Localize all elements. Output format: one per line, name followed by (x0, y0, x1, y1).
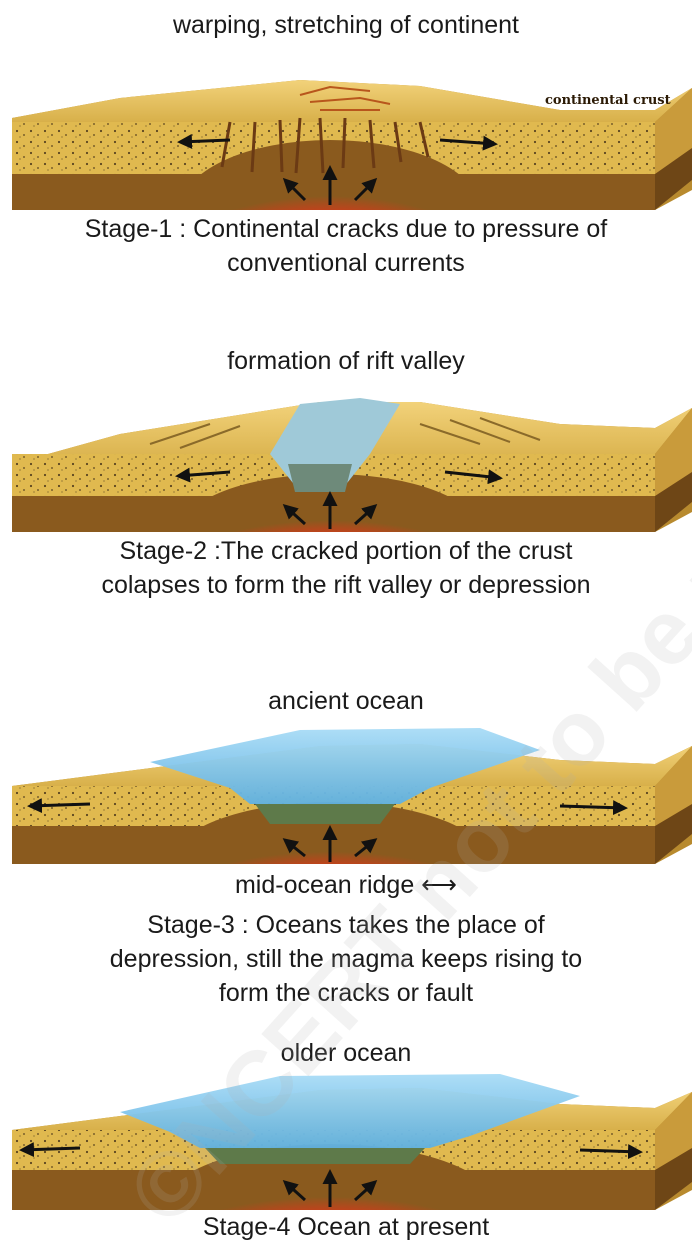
continental-crust-label: continental crust (545, 93, 671, 108)
stage-1-diagram: continental crust (0, 40, 692, 210)
stage-4-title: older ocean (0, 1036, 692, 1070)
stage-3-caption-line-1: Stage-3 : Oceans takes the place of (0, 908, 692, 942)
stage-3-title: ancient ocean (0, 684, 692, 718)
stage-1-title: warping, stretching of continent (0, 8, 692, 42)
mid-ocean-ridge-label: mid-ocean ridge ⟷ (0, 868, 692, 902)
stage-3-diagram (0, 724, 692, 864)
stage-3-caption-line-3: form the cracks or fault (0, 976, 692, 1010)
stage-3-caption-line-2: depression, still the magma keeps rising… (0, 942, 692, 976)
stage-2-diagram (0, 384, 692, 532)
stage-1-caption-line-2: conventional currents (0, 246, 692, 280)
stage-1-caption-line-1: Stage-1 : Continental cracks due to pres… (0, 212, 692, 246)
stage-4-caption: Stage-4 Ocean at present (0, 1210, 692, 1244)
stage-2-caption-line-1: Stage-2 :The cracked portion of the crus… (0, 534, 692, 568)
stage-2-caption-line-2: colapses to form the rift valley or depr… (0, 568, 692, 602)
stage-2-title: formation of rift valley (0, 344, 692, 378)
stage-4-diagram (0, 1072, 692, 1210)
